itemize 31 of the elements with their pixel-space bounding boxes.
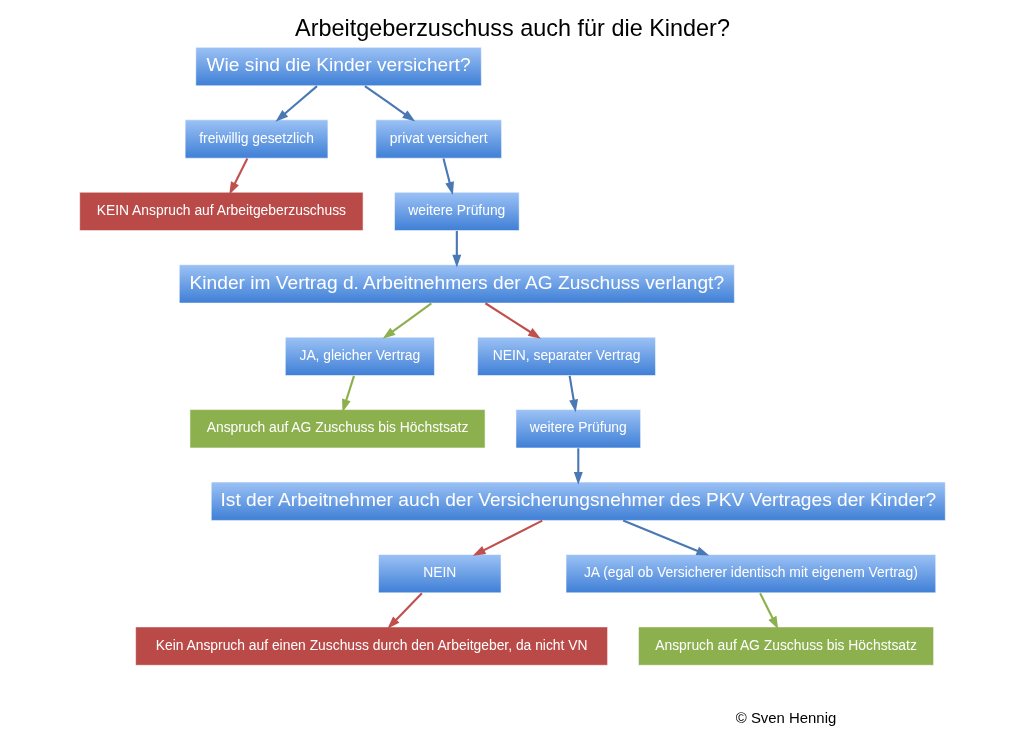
node-box: JA (egal ob Versicherer identisch mit eigenem Vertrag) [565, 553, 936, 593]
arrow [758, 592, 778, 629]
node-box: Wie sind die Kinder versichert? [195, 46, 482, 86]
arrow [568, 375, 578, 412]
node-box: KEIN Anspruch auf Arbeitgeberzuschuss [78, 191, 363, 231]
arrow [484, 301, 541, 339]
arrow [441, 157, 454, 195]
node-box: Kein Anspruch auf einen Zuschuss durch den Arbeitgeber, da nicht VN [134, 626, 608, 666]
node-box: NEIN, separater Vertrag [476, 336, 656, 376]
node-box: Anspruch auf AG Zuschuss bis Höchstsatz [637, 626, 934, 666]
node-box: Anspruch auf AG Zuschuss bis Höchstsatz [189, 408, 485, 448]
arrow [386, 591, 423, 629]
arrow [472, 519, 543, 556]
node-box: weitere Prüfung [515, 408, 641, 448]
diagram-title: Arbeitgeberzuschuss auch für die Kinder? [294, 14, 730, 41]
arrow [382, 302, 432, 339]
node-box: weitere Prüfung [393, 191, 519, 231]
node-box: Ist der Arbeitnehmer auch der Versicherungsnehmer des PKV Vertrages der Kinder? [210, 481, 946, 521]
label: © Sven Hennig [735, 709, 836, 725]
node-box: freiwillig gesetzlich [184, 119, 328, 158]
arrow [363, 84, 415, 121]
arrow [451, 230, 461, 267]
node-box: JA, gleicher Vertrag [284, 336, 435, 376]
node-box: NEIN [377, 553, 501, 593]
arrow [573, 447, 583, 485]
node-box: privat versichert [375, 119, 502, 158]
arrow [228, 157, 248, 195]
arrow [275, 84, 318, 122]
arrow [341, 375, 355, 412]
node-box: Kinder im Vertrag d. Arbeitnehmers der AG Zuschuss verlangt? [178, 263, 735, 303]
arrow [622, 519, 709, 556]
